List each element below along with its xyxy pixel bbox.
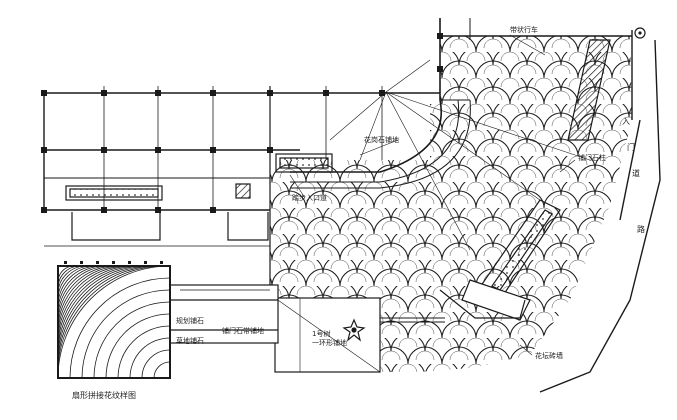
building-grid	[43, 18, 633, 300]
label-flower-bed: 花岗石铺地	[364, 135, 399, 144]
label-top-right-corner: 带状行车	[510, 25, 538, 34]
lower-courtyard	[44, 245, 445, 373]
label-gate-pillar: 铺门石柱	[578, 153, 606, 162]
tree-symbol-icon	[342, 318, 366, 342]
planters	[65, 153, 333, 241]
ramp-structure	[439, 39, 611, 321]
label-gate-paving: 铺门石带铺地	[222, 326, 264, 335]
label-gate-road-1: 入	[622, 117, 630, 126]
label-gate-road-4: 路	[637, 224, 645, 234]
road-edge	[539, 39, 661, 393]
north-arrow-icon	[634, 27, 646, 39]
label-gate-road-3: 道	[632, 168, 640, 178]
column-markers	[41, 33, 443, 213]
label-pattern-caption: 扇形拼接花纹样图	[72, 390, 136, 400]
label-lawn-note: 规划铺石	[176, 316, 204, 325]
label-entrance-ramp: 踏步入口道	[292, 193, 327, 202]
leader-lines	[289, 34, 576, 356]
scallop-paving-area	[270, 36, 632, 372]
radial-lines	[329, 59, 591, 251]
label-tree-pit: 1号树一环形铺地	[312, 329, 347, 347]
label-grass-paving: 草地铺石	[176, 336, 204, 345]
label-gate-road-2: 门	[627, 142, 635, 152]
label-planting: 花坛砖墙	[535, 351, 563, 360]
pattern-sample	[57, 261, 171, 379]
